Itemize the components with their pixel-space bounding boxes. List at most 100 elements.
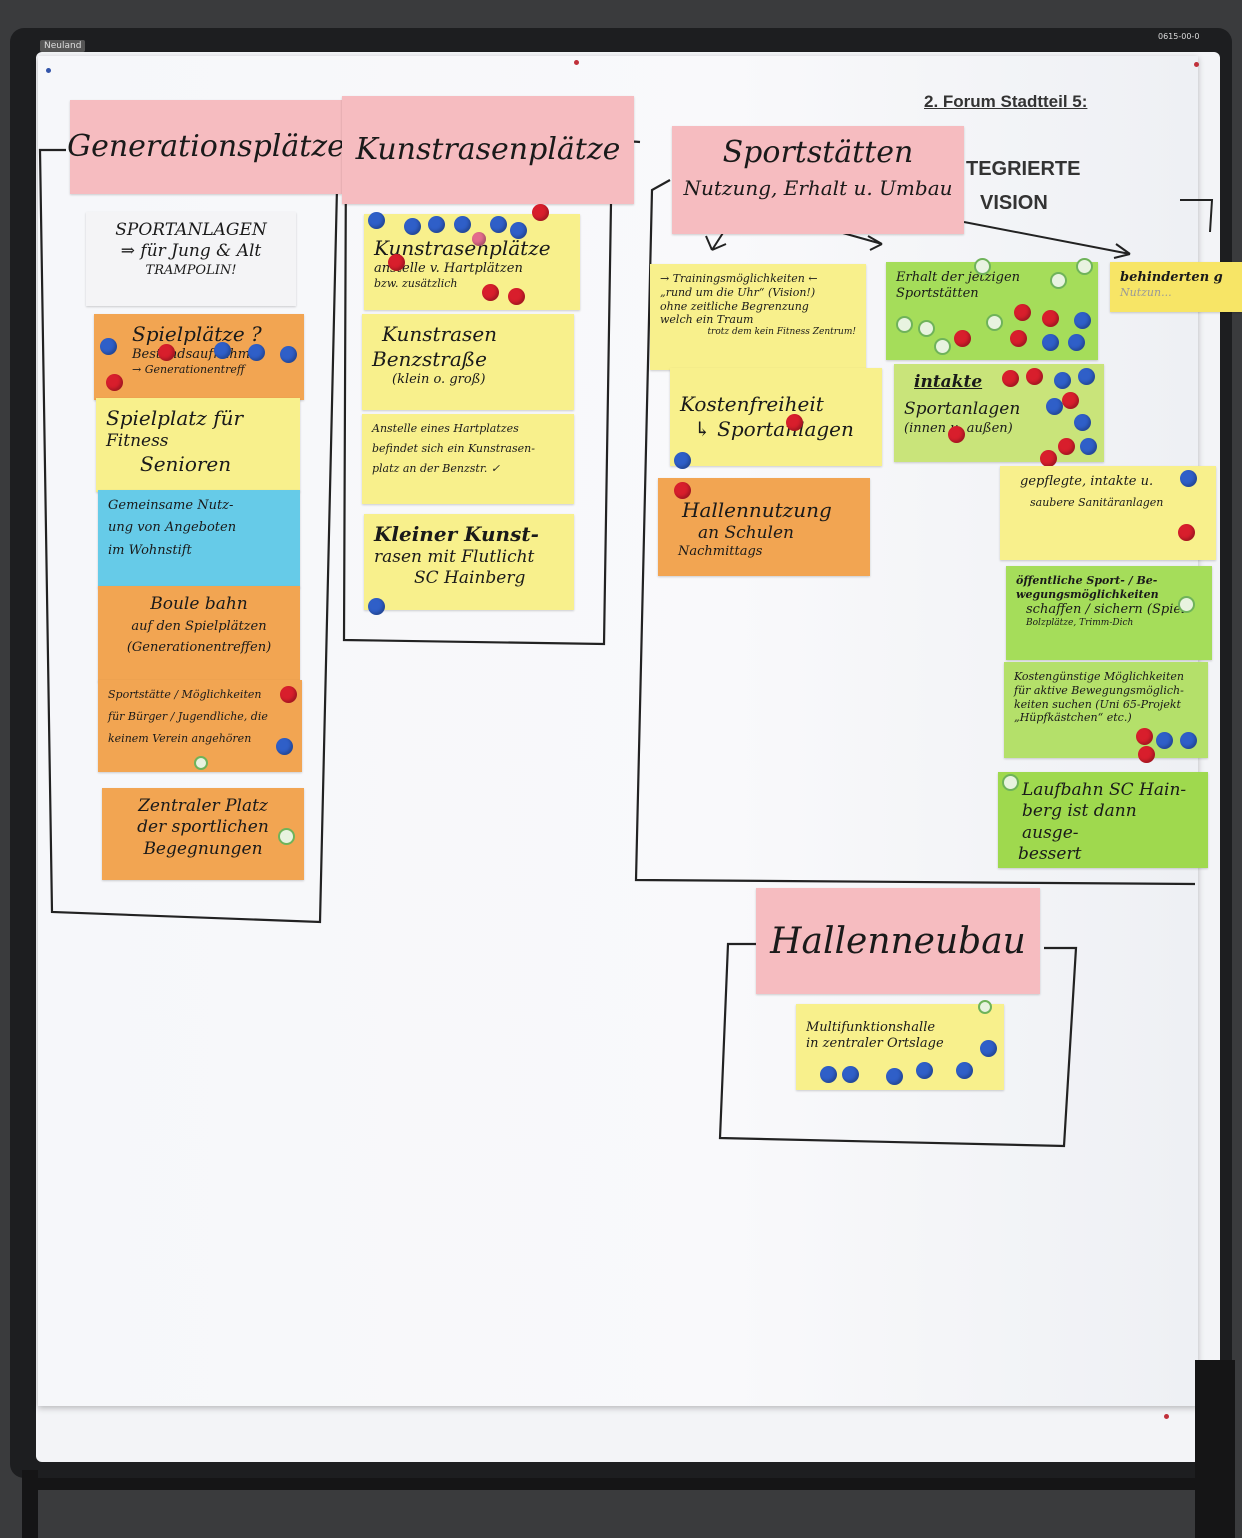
note-line: keinem Verein angehören bbox=[108, 731, 252, 745]
note-line: im Wohnstift bbox=[108, 542, 192, 558]
vote-dot-red bbox=[1136, 728, 1153, 745]
note-line: Sportstätten bbox=[896, 286, 979, 302]
note-oeffentliche-sport: öffentliche Sport- / Be- wegungsmöglichk… bbox=[1006, 566, 1212, 660]
note-line: Spielplatz für bbox=[106, 406, 244, 430]
note-line: „rund um die Uhr“ (Vision!) bbox=[660, 285, 816, 299]
vote-dot-red bbox=[280, 686, 297, 703]
note-line: Gemeinsame Nutz- bbox=[108, 498, 234, 513]
note-line: ohne zeitliche Begrenzung bbox=[660, 299, 809, 313]
note-trainingsmoeglichkeiten: → Trainingsmöglichkeiten ← „rund um die … bbox=[650, 264, 866, 370]
note-line: Bolzplätze, Trimm-Dich bbox=[1026, 617, 1134, 628]
note-line: Bestandsaufnahme bbox=[132, 347, 258, 362]
note-line: befindet sich ein Kunstrasen- bbox=[372, 441, 535, 455]
note-line: TRAMPOLIN! bbox=[145, 262, 237, 278]
vote-dot-blue bbox=[1074, 414, 1091, 431]
vote-dot-blue bbox=[1046, 398, 1063, 415]
vote-dot-red bbox=[1026, 368, 1043, 385]
note-kunstrasen-benzstrasse: Kunstrasen Benzstraße (klein o. groß) bbox=[362, 314, 574, 410]
vote-dot-green bbox=[278, 828, 295, 845]
note-line: Nutzun... bbox=[1120, 286, 1172, 300]
note-line: Kostenfreiheit bbox=[680, 392, 824, 416]
note-multifunktionshalle: Multifunktionshalle in zentraler Ortslag… bbox=[796, 1000, 1004, 1090]
header-forum: 2. Forum Stadtteil 5: bbox=[924, 92, 1088, 111]
note-line: Kunstrasenplätze bbox=[374, 236, 551, 260]
vote-dot-blue bbox=[276, 738, 293, 755]
vote-dot-red bbox=[1014, 304, 1031, 321]
note-boule-bahn: Boule bahn auf den Spielplätzen (Generat… bbox=[98, 586, 300, 682]
note-kostenfreiheit: Kostenfreiheit ↳ Sportanlagen bbox=[670, 368, 882, 469]
title-generationsplaetze: Generationsplätze bbox=[67, 100, 345, 194]
note-spielplaetze: Spielplätze ? Bestandsaufnahme → Generat… bbox=[94, 314, 304, 400]
note-line: berg ist dann ausge- bbox=[1022, 801, 1137, 843]
vote-dot-blue bbox=[1080, 438, 1097, 455]
stand-leg-left bbox=[22, 1470, 38, 1538]
frame-code: 0615-00-0 bbox=[1158, 32, 1200, 41]
vote-dot-blue bbox=[510, 222, 527, 239]
vote-dot-red bbox=[508, 288, 525, 305]
stand-leg-right bbox=[1195, 1360, 1235, 1538]
vote-dot-red bbox=[1062, 392, 1079, 409]
note-line: welch ein Traum bbox=[660, 313, 754, 327]
note-sanitaeranlagen: gepflegte, intakte u. saubere Sanitäranl… bbox=[1000, 466, 1216, 560]
brand-label: Neuland bbox=[40, 40, 86, 52]
note-erhalt-sportstaetten: Erhalt der jetzigen Sportstätten bbox=[886, 258, 1098, 360]
note-line: „Hüpfkästchen“ etc.) bbox=[1014, 711, 1132, 725]
vote-dot-blue bbox=[404, 218, 421, 235]
note-behinderten: behinderten g Nutzun... bbox=[1110, 262, 1242, 312]
vote-dot-blue bbox=[100, 338, 117, 355]
note-line: Erhalt der jetzigen bbox=[896, 270, 1021, 285]
note-line: für aktive Bewegungsmöglich- bbox=[1014, 683, 1184, 697]
note-line: Sportstätte / Möglichkeiten bbox=[108, 688, 262, 701]
vote-dot-blue bbox=[1078, 368, 1095, 385]
note-line: schaffen / sichern (Spiel- bbox=[1026, 601, 1190, 617]
vote-dot-blue bbox=[454, 216, 471, 233]
vote-dot-red bbox=[1002, 370, 1019, 387]
note-line: auf den Spielplätzen bbox=[131, 619, 267, 635]
vote-dot-red bbox=[106, 374, 123, 391]
vote-dot-blue bbox=[980, 1040, 997, 1057]
vote-dot-green bbox=[1178, 596, 1195, 613]
note-line: Boule bahn bbox=[150, 594, 248, 614]
vote-dot-red bbox=[388, 254, 405, 271]
note-spielplatz-fitness: Spielplatz für Fitness Senioren bbox=[96, 398, 300, 492]
note-line: Kunstrasen bbox=[382, 322, 498, 346]
vote-dot-blue bbox=[1180, 470, 1197, 487]
note-line: Sportanlagen bbox=[904, 399, 1021, 420]
title-subtitle: Nutzung, Erhalt u. Umbau bbox=[683, 175, 953, 200]
vote-dot-green bbox=[1050, 272, 1067, 289]
note-line: Laufbahn SC Hain- bbox=[1022, 780, 1187, 800]
note-zentraler-platz: Zentraler Platz der sportlichen Begegnun… bbox=[102, 788, 304, 880]
stand-bar bbox=[36, 1478, 1206, 1490]
note-sportanlagen: SPORTANLAGEN ⇒ für Jung & Alt TRAMPOLIN! bbox=[86, 212, 296, 306]
vote-dot-red bbox=[674, 482, 691, 499]
vote-dot-green bbox=[918, 320, 935, 337]
vision-heading: TEGRIERTE VISION bbox=[966, 152, 1080, 220]
note-line: platz an der Benzstr. ✓ bbox=[372, 461, 501, 475]
note-line: Fitness bbox=[106, 431, 169, 451]
vision-line-2: VISION bbox=[980, 192, 1048, 214]
vote-dot-red bbox=[1058, 438, 1075, 455]
vote-dot-pink bbox=[472, 232, 486, 246]
pin bbox=[574, 60, 579, 65]
note-line: ↳ Sportanlagen bbox=[694, 417, 854, 441]
vote-dot-red bbox=[954, 330, 971, 347]
note-line: rasen mit Flutlicht bbox=[374, 547, 535, 567]
vote-dot-green bbox=[1076, 258, 1093, 275]
vote-dot-blue bbox=[842, 1066, 859, 1083]
note-line: ⇒ für Jung & Alt bbox=[120, 241, 262, 262]
vote-dot-blue bbox=[820, 1066, 837, 1083]
vote-dot-red bbox=[786, 414, 803, 431]
note-line: Zentraler Platz bbox=[138, 796, 268, 816]
note-line: gepflegte, intakte u. bbox=[1020, 474, 1154, 489]
vote-dot-blue bbox=[368, 212, 385, 229]
vote-dot-red bbox=[532, 204, 549, 221]
note-kleiner-kunstrasen: Kleiner Kunst- rasen mit Flutlicht SC Ha… bbox=[364, 514, 574, 615]
vote-dot-blue bbox=[1042, 334, 1059, 351]
note-gemeinsame-nutzung: Gemeinsame Nutz- ung von Angeboten im Wo… bbox=[98, 490, 300, 588]
note-line: anstelle v. Hartplätzen bbox=[374, 261, 523, 276]
vote-dot-red bbox=[948, 426, 965, 443]
note-line: saubere Sanitäranlagen bbox=[1030, 496, 1164, 510]
note-line: SC Hainberg bbox=[414, 568, 526, 589]
vote-dot-blue bbox=[428, 216, 445, 233]
note-line: öffentliche Sport- / Be- bbox=[1016, 574, 1158, 587]
